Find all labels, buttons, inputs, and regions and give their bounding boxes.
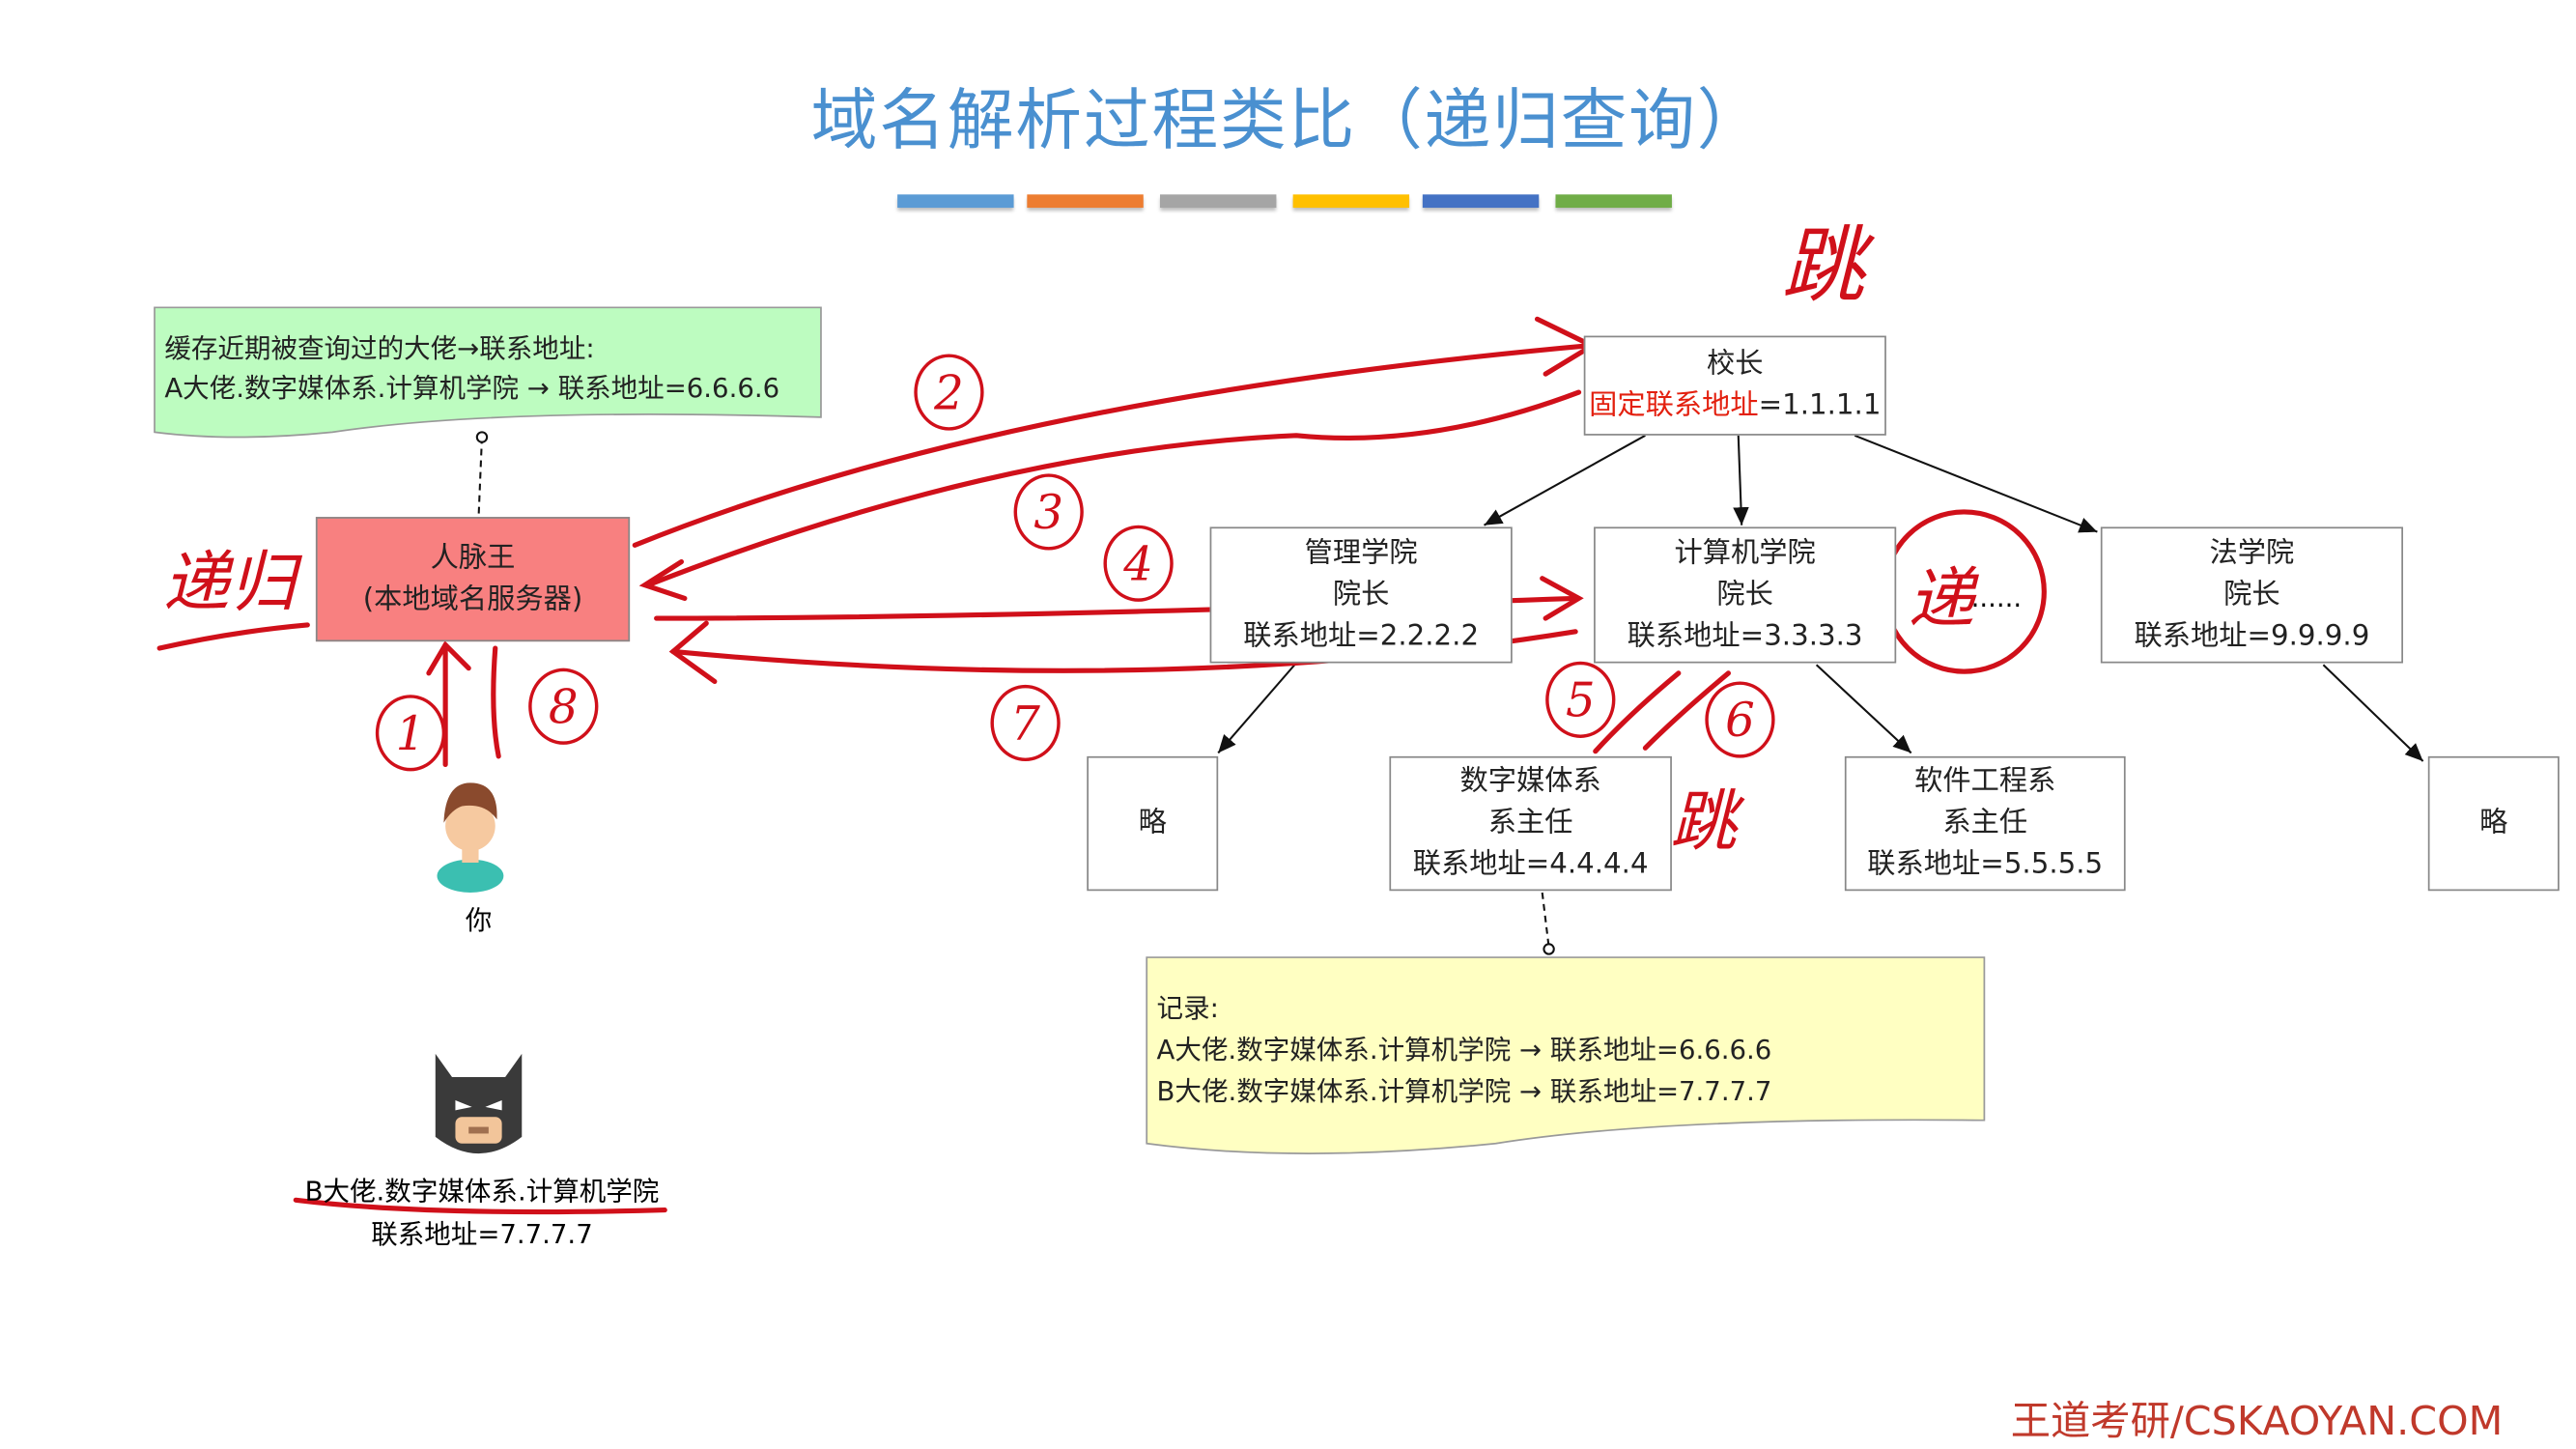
node-address: 联系地址=2.2.2.2: [1243, 618, 1480, 653]
record-line: B大佬.数字媒体系.计算机学院 → 联系地址=7.7.7.7: [1156, 1075, 1772, 1107]
address-value: =1.1.1.1: [1758, 388, 1882, 423]
cache-note-shape: [154, 306, 822, 439]
handwritten-recursion: 递归: [162, 545, 297, 622]
server-name: 人脉王: [430, 541, 516, 575]
node-role: 系主任: [1487, 806, 1573, 839]
cache-note-line: A大佬.数字媒体系.计算机学院 → 联系地址=6.6.6.6: [164, 372, 780, 405]
node-role: 系主任: [1942, 806, 2028, 839]
ellipsis: ......: [1970, 582, 2023, 613]
college-node[interactable]: 计算机学院 院长 联系地址=3.3.3.3: [1594, 526, 1897, 664]
dept-node-omitted[interactable]: 略: [2427, 755, 2560, 892]
node-address: 固定联系地址=1.1.1.1: [1589, 385, 1881, 427]
target-person: B大佬.数字媒体系.计算机学院 联系地址=7.7.7.7: [249, 1170, 715, 1256]
color-bar: [1159, 194, 1277, 209]
node-title: 略: [2479, 806, 2508, 839]
node-title: 校长: [1707, 347, 1764, 382]
step-4-marker: 4: [1103, 525, 1174, 602]
batman-icon: [432, 1053, 524, 1160]
color-bar: [897, 194, 1014, 209]
node-role: 院长: [1716, 577, 1773, 611]
node-title: 法学院: [2209, 535, 2295, 570]
step-1-marker: 1: [375, 695, 446, 772]
color-bar: [1555, 194, 1672, 209]
node-title: 管理学院: [1304, 535, 1418, 570]
record-line: A大佬.数字媒体系.计算机学院 → 联系地址=6.6.6.6: [1156, 1034, 1772, 1065]
color-bar: [1027, 194, 1144, 209]
college-node[interactable]: 管理学院 院长 联系地址=2.2.2.2: [1209, 526, 1513, 664]
node-title: 计算机学院: [1674, 535, 1816, 570]
step-3-marker: 3: [1013, 473, 1084, 551]
record-line: 记录:: [1156, 992, 1219, 1024]
node-address: 联系地址=3.3.3.3: [1627, 618, 1863, 653]
node-address: 联系地址=4.4.4.4: [1412, 847, 1649, 881]
step-6-marker: 6: [1705, 681, 1775, 758]
dept-node[interactable]: 数字媒体系 系主任 联系地址=4.4.4.4: [1389, 755, 1672, 892]
step-2-marker: 2: [914, 354, 984, 431]
node-title: 软件工程系: [1914, 764, 2056, 798]
dept-node[interactable]: 软件工程系 系主任 联系地址=5.5.5.5: [1844, 755, 2126, 892]
color-bar: [1292, 194, 1410, 209]
node-role: 院长: [1332, 577, 1390, 611]
page-title: 域名解析过程类比（递归查询）: [810, 83, 1766, 160]
user-avatar-icon: [429, 773, 512, 893]
local-dns-server[interactable]: 人脉王 (本地域名服务器): [315, 517, 631, 642]
target-address: 联系地址=7.7.7.7: [371, 1218, 593, 1250]
cache-note-line: 缓存近期被查询过的大佬→联系地址:: [164, 332, 595, 364]
server-desc: (本地域名服务器): [362, 582, 583, 616]
footer-brand: 王道考研/CSKAOYAN.COM: [2010, 1398, 2504, 1445]
node-title: 略: [1138, 806, 1167, 839]
record-note-shape: [1146, 956, 1986, 1154]
college-node[interactable]: 法学院 院长 联系地址=9.9.9.9: [2100, 526, 2403, 664]
handwritten-note: 递: [1908, 561, 1975, 639]
node-address: 联系地址=9.9.9.9: [2134, 618, 2370, 653]
you-label: 你: [465, 904, 493, 936]
step-7-marker: 7: [990, 684, 1061, 762]
root-node-principal[interactable]: 校长 固定联系地址=1.1.1.1: [1583, 335, 1886, 436]
node-role: 院长: [2223, 577, 2280, 611]
color-bar: [1422, 194, 1540, 209]
cache-note: 缓存近期被查询过的大佬→联系地址: A大佬.数字媒体系.计算机学院 → 联系地址…: [155, 312, 821, 432]
target-name: B大佬.数字媒体系.计算机学院: [304, 1175, 660, 1208]
handwritten-note: 跳: [1670, 784, 1738, 862]
node-title: 数字媒体系: [1459, 764, 1601, 798]
record-note: 记录: A大佬.数字媒体系.计算机学院 → 联系地址=6.6.6.6 B大佬.数…: [1146, 987, 1984, 1112]
step-8-marker: 8: [528, 668, 599, 745]
fixed-address-label: 固定联系地址: [1589, 388, 1759, 423]
step-5-marker: 5: [1545, 661, 1616, 738]
node-address: 联系地址=5.5.5.5: [1867, 847, 2104, 881]
dept-node-omitted[interactable]: 略: [1087, 755, 1219, 892]
handwritten-note: 跳: [1781, 217, 1865, 315]
